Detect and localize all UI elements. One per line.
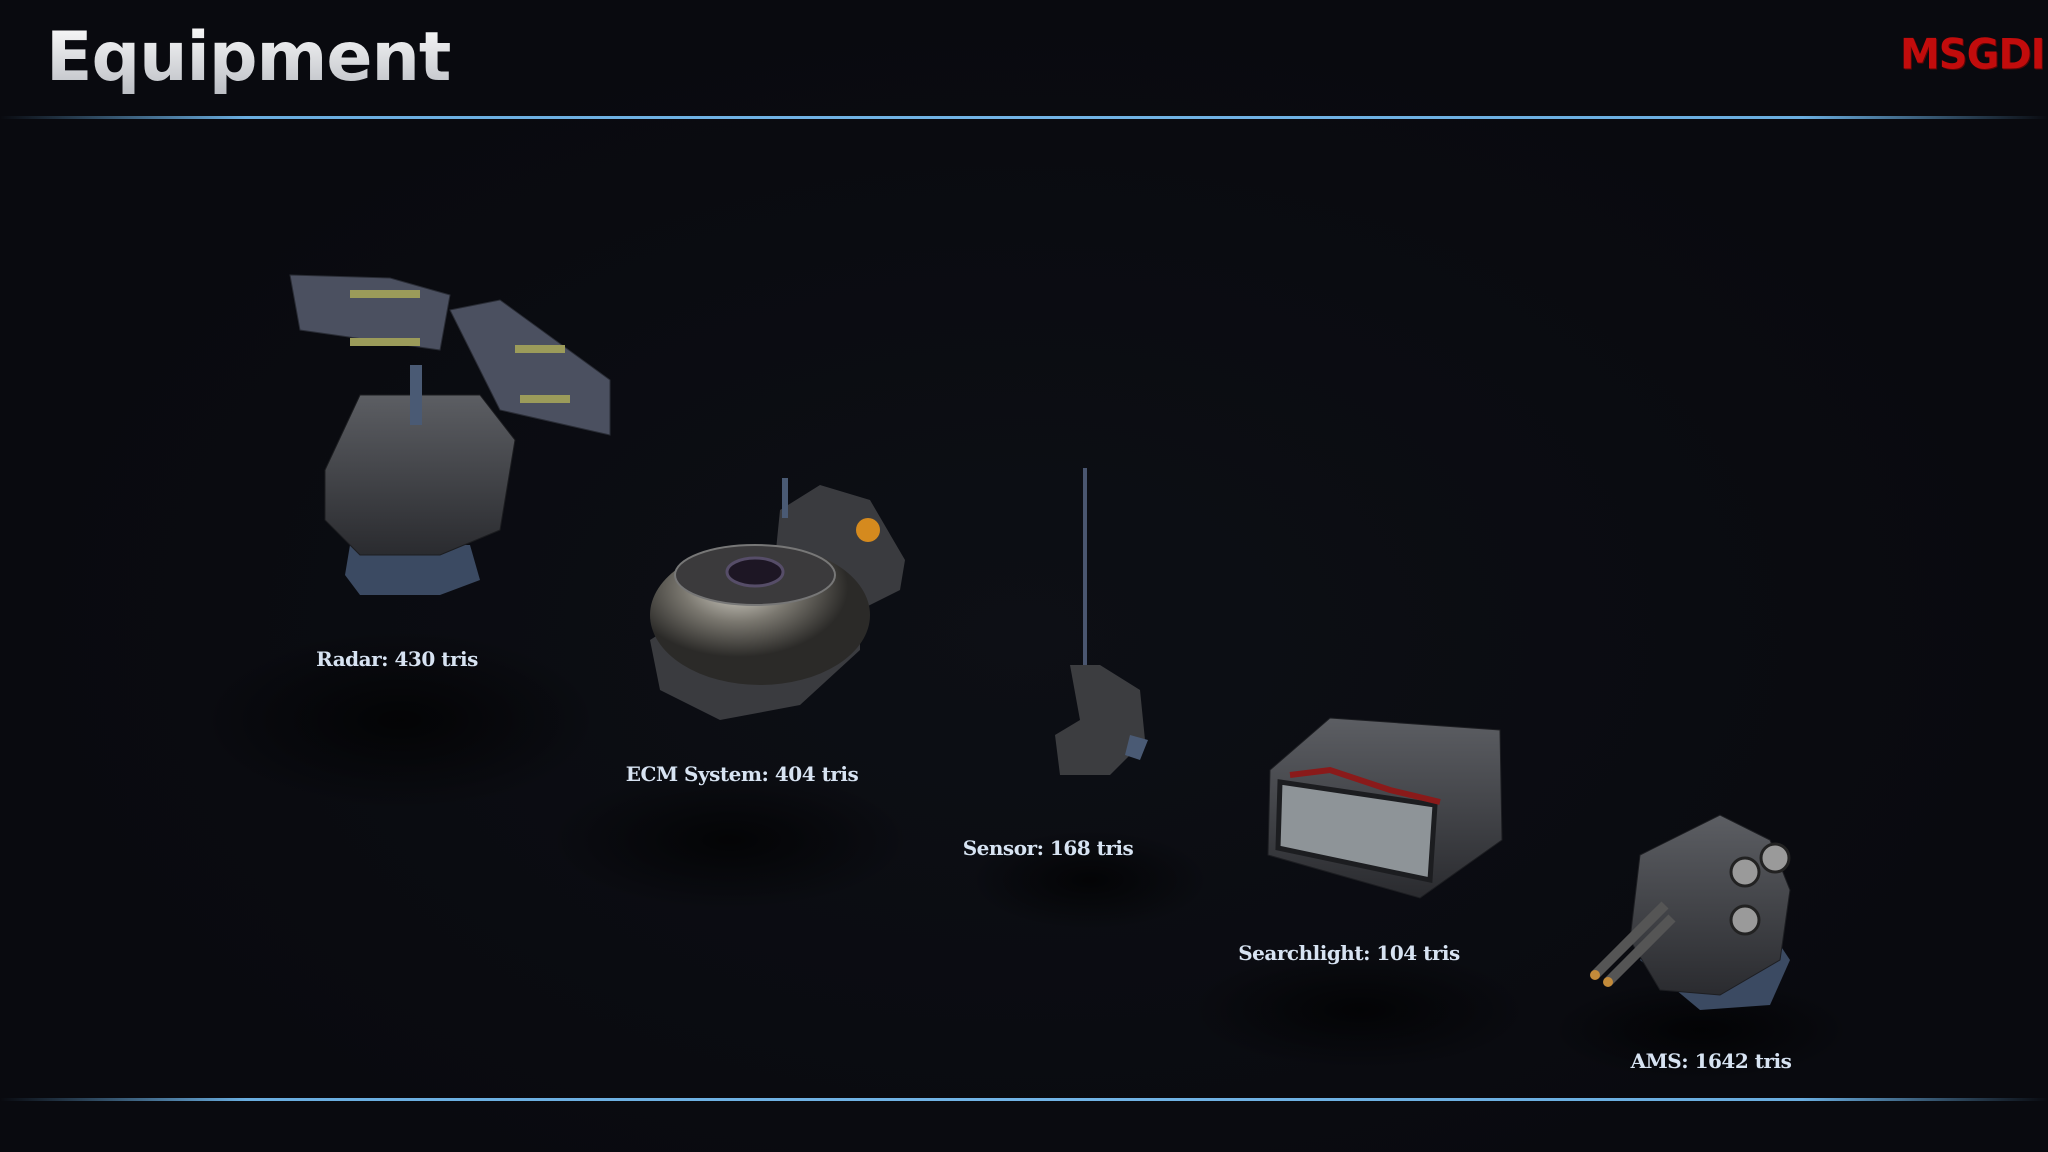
searchlight-model bbox=[1190, 717, 1530, 1070]
ams-model bbox=[1550, 814, 1850, 1080]
ecm-system-model bbox=[550, 478, 910, 910]
msgdi-logo: MSGDI bbox=[1900, 30, 2046, 80]
radar-label: Radar: 430 tris bbox=[316, 647, 478, 671]
radar-model bbox=[200, 274, 611, 810]
searchlight-label: Searchlight: 104 tris bbox=[1238, 941, 1460, 965]
bottom-divider bbox=[0, 1098, 2048, 1101]
ams-label: AMS: 1642 tris bbox=[1630, 1049, 1792, 1073]
top-divider bbox=[0, 116, 2048, 119]
sensor-label: Sensor: 168 tris bbox=[962, 836, 1134, 860]
sensor-model bbox=[970, 468, 1210, 930]
page-title: Equipment bbox=[46, 18, 451, 97]
ecm-system-label: ECM System: 404 tris bbox=[625, 762, 859, 786]
